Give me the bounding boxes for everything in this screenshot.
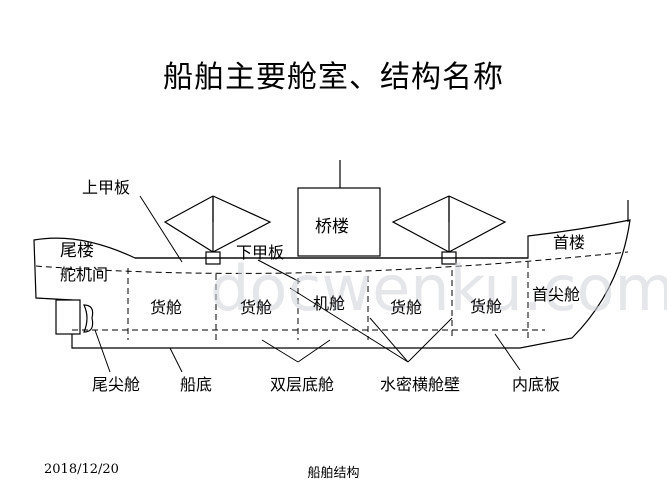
label-forecastle: 首楼 [553, 233, 585, 252]
label-lower-deck: 下甲板 [236, 243, 284, 262]
label-double-bottom: 双层底舱 [270, 375, 334, 394]
label-bulkhead: 水密横舱壁 [380, 375, 460, 394]
arrow-bulkhead-2 [369, 317, 409, 363]
arrow-lower-deck [257, 259, 301, 283]
label-cargo-hold-3: 货舱 [390, 298, 422, 317]
crane-right [391, 195, 507, 265]
label-bridge: 桥楼 [315, 217, 349, 237]
label-inner-bottom: 内底板 [512, 375, 560, 394]
label-cargo-hold-1: 货舱 [150, 298, 182, 317]
propeller [83, 304, 94, 333]
lower-deck-line [35, 251, 629, 274]
label-fore-peak: 首尖舱 [532, 285, 580, 304]
label-cargo-hold-2: 货舱 [240, 298, 272, 317]
footer-title: 船舶结构 [307, 466, 360, 481]
arrow-inner-bottom [494, 333, 521, 371]
label-bottom: 船底 [180, 375, 212, 394]
label-aft-peak: 尾尖舱 [92, 375, 140, 394]
label-cargo-hold-4: 货舱 [470, 297, 502, 316]
arrow-double-bottom-1 [261, 339, 299, 363]
arrow-double-bottom-2 [297, 339, 331, 363]
arrow-upper-deck [139, 195, 183, 263]
bridge-structure [297, 187, 381, 257]
label-upper-deck: 上甲板 [82, 178, 130, 197]
arrow-bulkhead-1 [289, 287, 409, 363]
watermark-text: docwenku.com [210, 252, 667, 325]
page-title: 船舶主要舱室、结构名称 [163, 60, 504, 95]
label-poop: 尾楼 [60, 241, 94, 261]
arrow-aft-peak [94, 329, 111, 373]
arrow-bulkhead-3 [407, 317, 453, 363]
footer-date: 2018/12/20 [44, 462, 119, 477]
label-steering-room: 舵机间 [60, 265, 108, 284]
arrow-bottom [169, 347, 183, 373]
crane-left [163, 195, 272, 265]
hull-outline [33, 219, 631, 349]
label-engine-room: 机舱 [313, 294, 345, 313]
rudder-box [55, 299, 81, 335]
